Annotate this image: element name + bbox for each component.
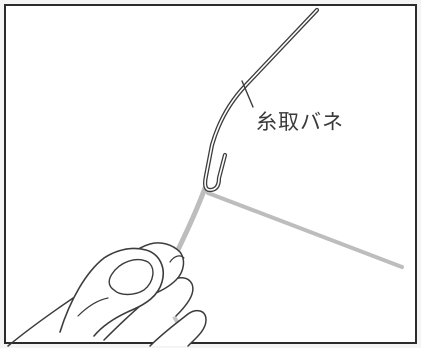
take-up-spring-inner	[204, 9, 318, 191]
finger-mark	[169, 255, 185, 263]
take-up-spring-label: 糸取バネ	[256, 110, 344, 134]
hand-finger-back	[103, 277, 194, 341]
take-up-spring	[203, 7, 320, 193]
hand-finger-lower	[149, 309, 207, 347]
thread-right	[206, 191, 404, 269]
figure-frame	[4, 4, 417, 344]
thumbnail	[108, 258, 154, 296]
label-leader-line	[241, 80, 254, 108]
thumb-crease	[77, 297, 109, 317]
